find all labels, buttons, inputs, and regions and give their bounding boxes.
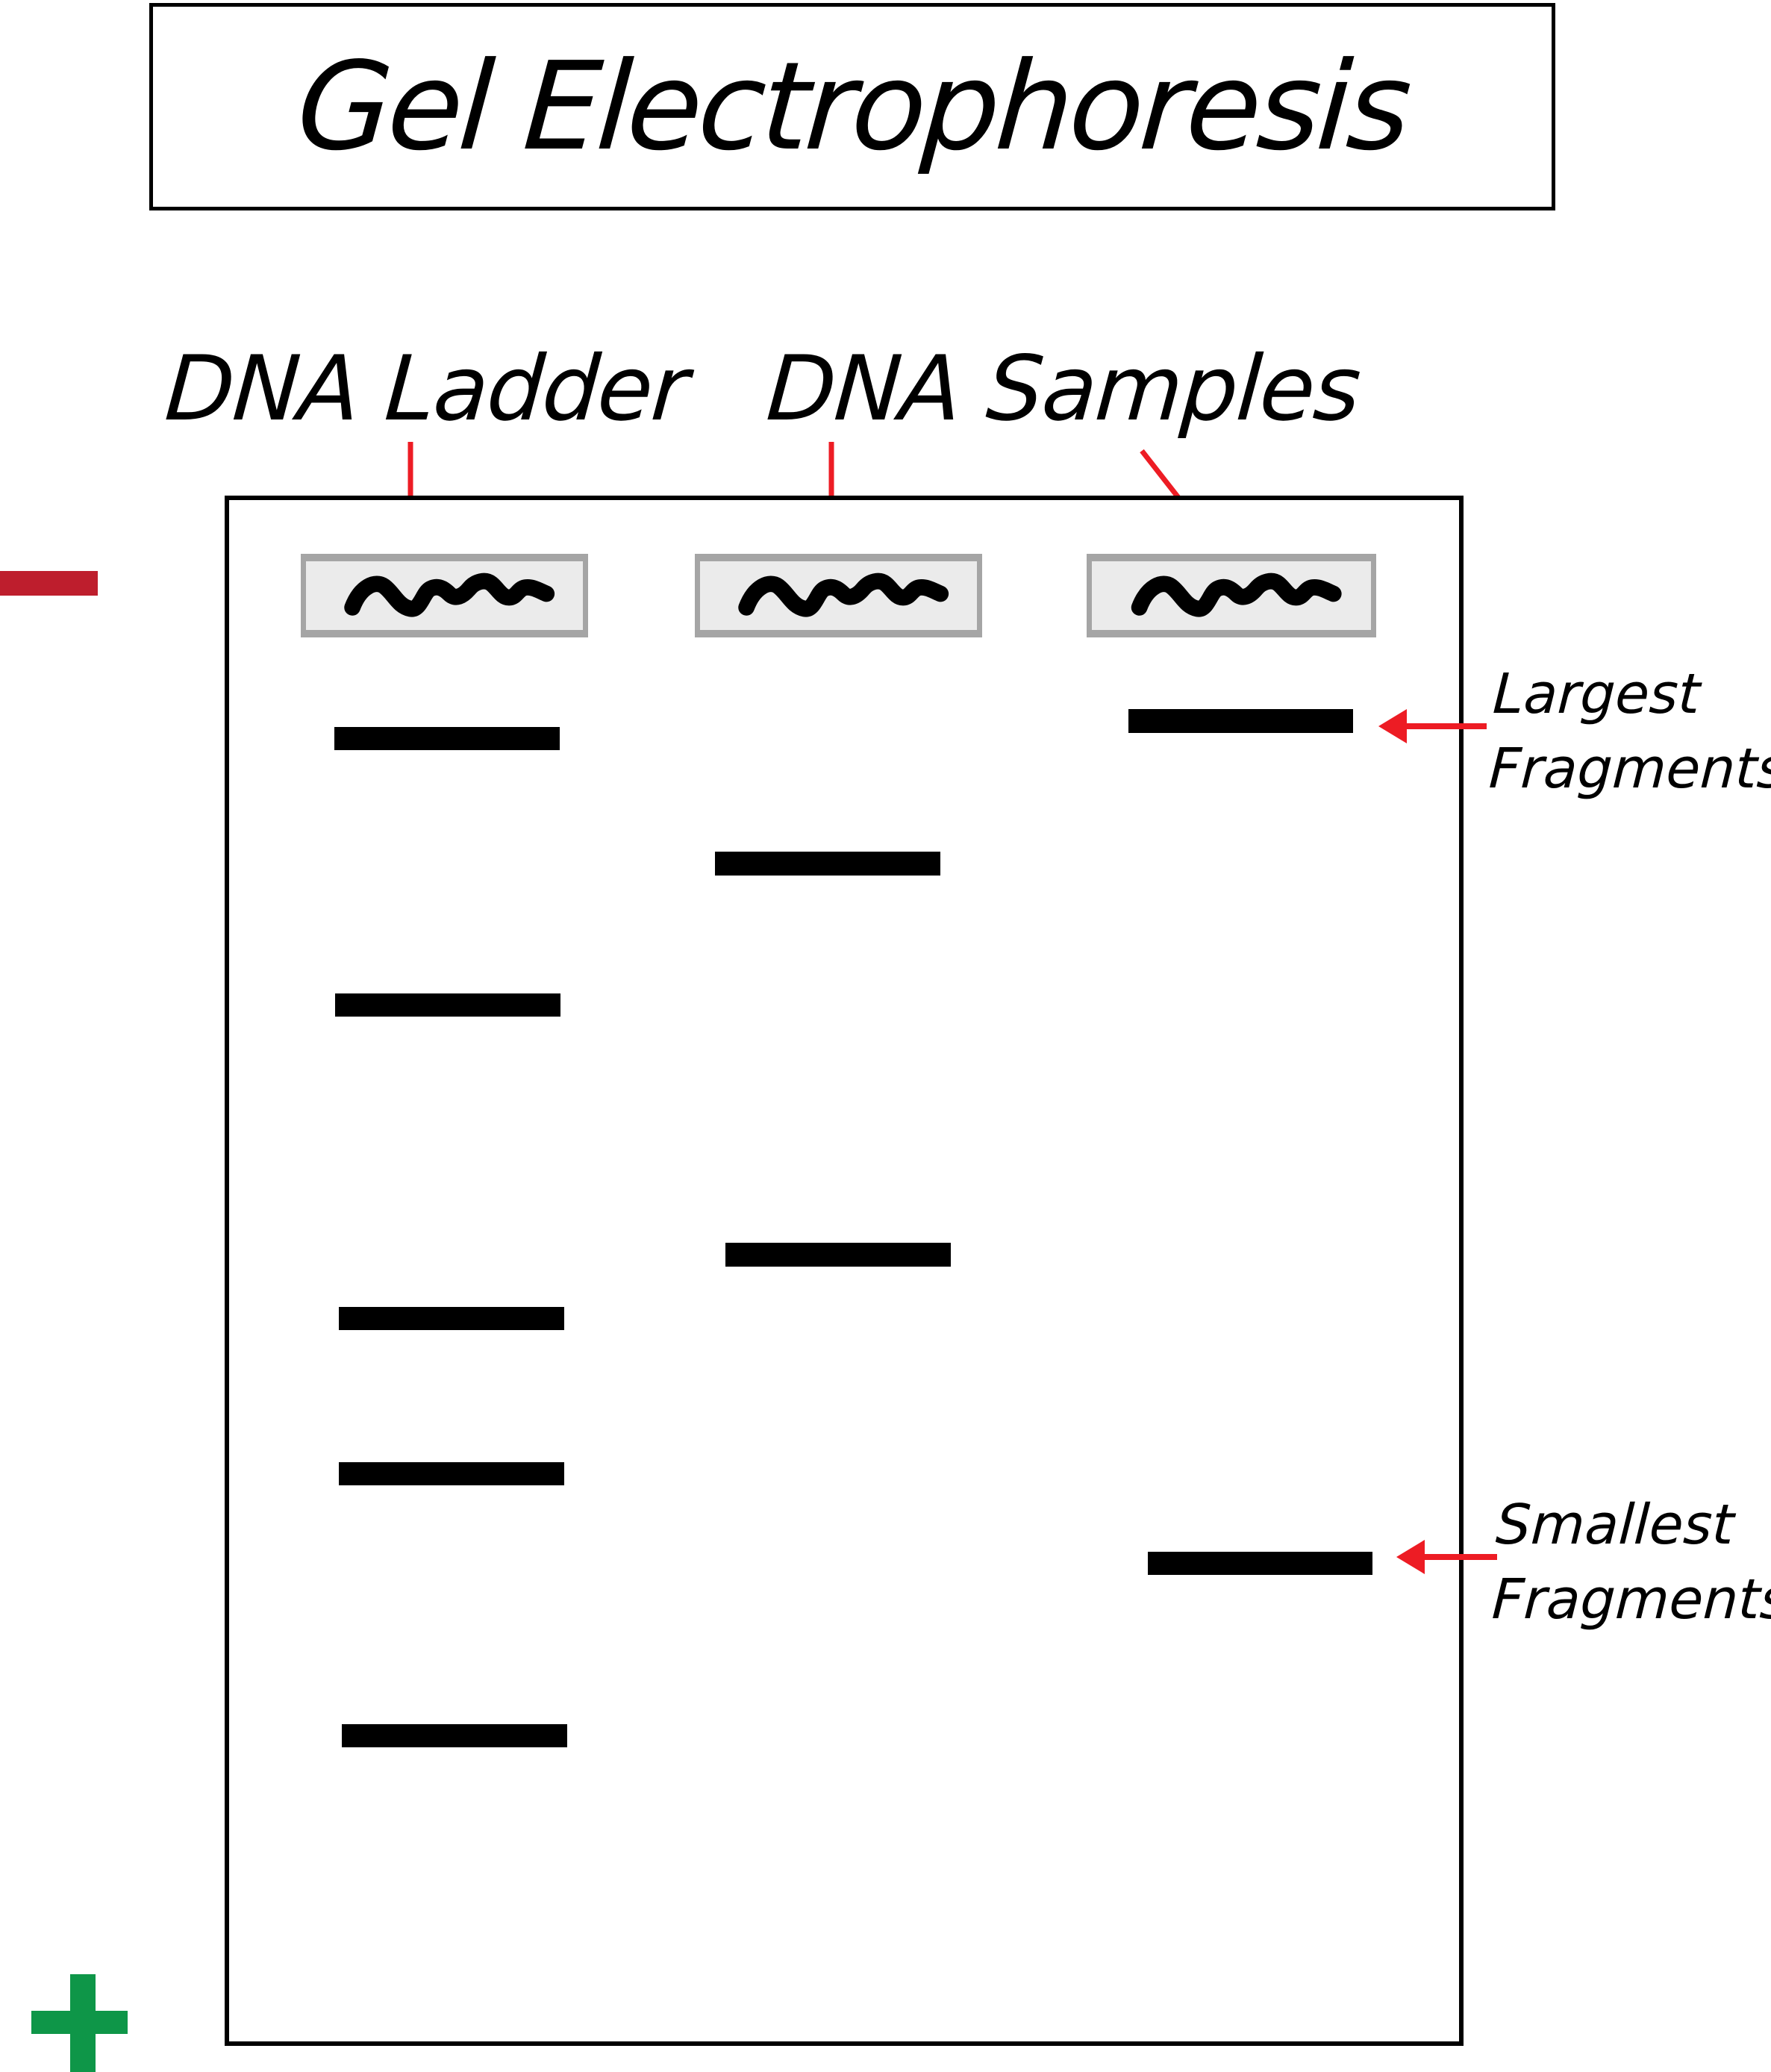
dna-band-lane3-2: [1148, 1552, 1372, 1575]
dna-band-lane1-5: [342, 1724, 567, 1747]
smallest-fragments-label: Smallest Fragments: [1490, 1488, 1771, 1637]
well-lane-1: [301, 554, 588, 637]
dna-samples-label: DNA Samples: [763, 337, 1363, 441]
dna-band-lane1-4: [339, 1462, 564, 1485]
largest-fragments-arrow-left-icon: [1378, 709, 1487, 743]
largest-fragments-line1: Largest: [1491, 662, 1702, 726]
well-lane-3: [1087, 554, 1376, 637]
dna-ladder-label: DNA Ladder: [162, 337, 691, 441]
dna-squiggle-icon: [344, 572, 555, 617]
dna-band-lane2-2: [725, 1243, 951, 1267]
dna-band-lane1-1: [334, 727, 560, 750]
dna-band-lane2-1: [715, 852, 940, 876]
page-title: Gel Electrophoresis: [293, 36, 1412, 178]
title-box: Gel Electrophoresis: [149, 3, 1555, 210]
smallest-fragments-arrow-left-icon: [1396, 1540, 1497, 1574]
largest-fragments-line2: Fragments: [1487, 737, 1771, 801]
dna-squiggle-icon: [738, 572, 949, 617]
well-lane-2: [695, 554, 982, 637]
dna-squiggle-icon: [1131, 572, 1342, 617]
smallest-fragments-line2: Fragments: [1490, 1567, 1771, 1632]
largest-fragments-label: Largest Fragments: [1487, 657, 1771, 806]
smallest-fragments-line1: Smallest: [1494, 1493, 1736, 1557]
dna-band-lane1-2: [335, 993, 560, 1017]
dna-band-lane3-1: [1128, 709, 1353, 733]
gel-box: [225, 496, 1464, 2046]
plus-horizontal-bar: [31, 2011, 128, 2034]
positive-electrode-icon: [31, 1974, 128, 2072]
dna-band-lane1-3: [339, 1307, 564, 1330]
negative-electrode-icon: [0, 571, 98, 596]
